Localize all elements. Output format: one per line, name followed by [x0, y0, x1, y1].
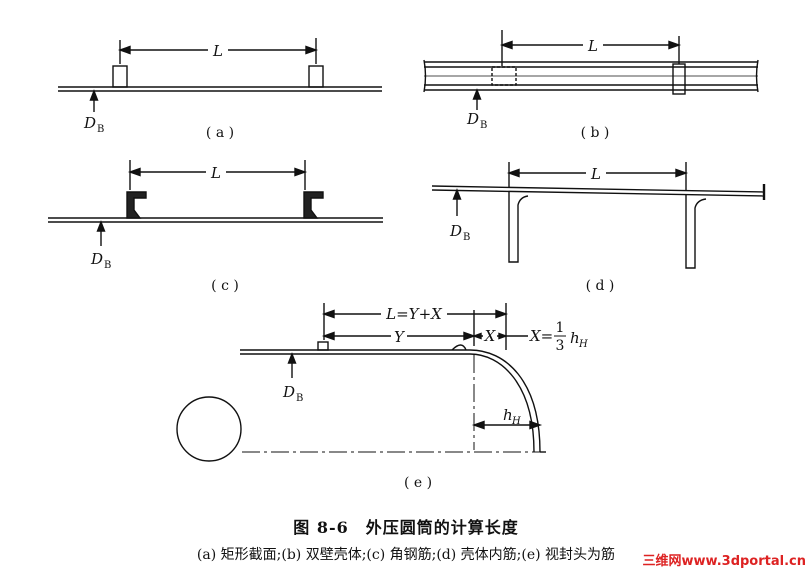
arrow-b-left: [499, 40, 513, 50]
arrow-c-right: [294, 167, 308, 177]
arrow-e-Y-left: [321, 331, 335, 341]
cross-section-circle: [176, 396, 242, 462]
angle-stiffener-c-left: [126, 191, 147, 219]
arrow-d-right: [675, 168, 689, 178]
panel-b: L D B ( b ): [423, 30, 759, 141]
label-h-formula: h: [570, 329, 580, 347]
break-b-left: [423, 59, 427, 93]
stiffener-b-left: [491, 66, 517, 86]
label-h-sub-formula: H: [578, 339, 588, 350]
label-h-sub-e: H: [511, 416, 521, 427]
label-L-e: L=Y+X: [385, 305, 443, 323]
label-D-a: D: [83, 114, 96, 132]
label-L-d: L: [590, 165, 601, 183]
head-outer-e: [469, 349, 541, 453]
angle-stiffener-c-right: [303, 191, 324, 219]
figure-title: 图 8-6 外压圆筒的计算长度: [293, 518, 519, 537]
arrow-e-h-left: [471, 420, 485, 430]
shell-line-d-bottom: [431, 189, 765, 197]
arrow-e-L-left: [321, 309, 335, 319]
panel-label-d: ( d ): [586, 278, 615, 294]
stiffener-a-left: [112, 65, 128, 88]
arrow-c-left: [127, 167, 141, 177]
arrow-a-right: [305, 45, 319, 55]
watermark: 三维网www.3dportal.cn: [642, 554, 806, 569]
label-D-sub-d: B: [463, 232, 470, 243]
label-D-c: D: [90, 250, 103, 268]
arrow-e-Y-right: [463, 331, 477, 341]
label-D-b: D: [466, 110, 479, 128]
stiffener-a-right: [308, 65, 324, 88]
label-h-e: h: [503, 406, 513, 424]
arrow-a-left: [117, 45, 131, 55]
tangent-mark-e: [451, 344, 467, 351]
label-L-a: L: [212, 42, 223, 60]
arrow-e-X-right: [498, 332, 509, 340]
arrow-d-left: [506, 168, 520, 178]
arrow-D-d: [452, 188, 462, 200]
arrow-D-b: [472, 88, 482, 100]
label-D-e: D: [282, 383, 295, 401]
arrow-e-X-left: [471, 332, 482, 340]
figure-caption: (a) 矩形截面;(b) 双壁壳体;(c) 角钢筋;(d) 壳体内筋;(e) 视…: [196, 547, 616, 563]
arrow-b-right: [668, 40, 682, 50]
label-frac-num: 1: [556, 320, 565, 336]
label-D-sub-e: B: [296, 393, 303, 404]
arrow-D-c: [96, 220, 106, 232]
head-inner-e: [469, 353, 535, 453]
panel-label-b: ( b ): [581, 125, 610, 141]
panel-label-c: ( c ): [211, 278, 239, 294]
shell-line-d-top: [431, 185, 765, 193]
label-frac-den: 3: [556, 338, 565, 354]
label-X-formula: X=: [529, 327, 553, 345]
stiffener-e: [317, 341, 329, 351]
panel-a: L D B ( a ): [58, 38, 382, 141]
label-X-e: X: [484, 327, 497, 345]
panel-label-a: ( a ): [206, 125, 234, 141]
break-b-right: [755, 59, 759, 93]
label-D-d: D: [449, 222, 462, 240]
label-Y-e: Y: [394, 328, 406, 346]
panel-d: L D B ( d ): [431, 162, 766, 294]
panel-c: L D B ( c ): [48, 160, 383, 294]
arrow-D-e: [287, 352, 297, 364]
label-L-c: L: [210, 164, 221, 182]
panel-e: L=Y+X Y X X= 1 3 h H h H D B ( e ): [176, 303, 588, 491]
arrow-e-h-right: [529, 420, 543, 430]
arrow-D-a: [89, 89, 99, 101]
label-D-sub-b: B: [480, 120, 487, 131]
label-D-sub-a: B: [97, 124, 104, 135]
label-L-b: L: [587, 37, 598, 55]
label-D-sub-c: B: [104, 260, 111, 271]
stiffener-d-right: [685, 195, 707, 269]
arrow-e-L-right: [495, 309, 509, 319]
panel-label-e: ( e ): [404, 475, 432, 491]
stiffener-d-left: [508, 192, 529, 263]
